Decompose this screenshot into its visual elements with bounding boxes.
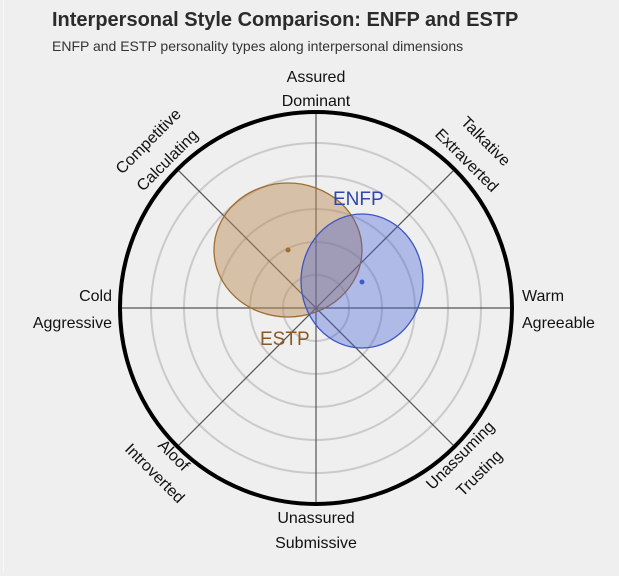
- enfp-center-dot: [359, 279, 365, 285]
- label-assured: Assured: [287, 69, 346, 86]
- outer-ring: [118, 110, 514, 506]
- chart-subtitle: ENFP and ESTP personality types along in…: [52, 38, 464, 54]
- label-agreeable: Agreeable: [522, 315, 595, 332]
- label-warm: Warm: [522, 288, 564, 305]
- label-aggressive: Aggressive: [33, 315, 112, 332]
- label-submissive: Submissive: [275, 535, 357, 552]
- chart-panel: [3, 0, 616, 572]
- estp-label: ESTP: [260, 329, 310, 350]
- label-unassured: Unassured: [277, 510, 354, 527]
- estp-center-dot: [285, 247, 291, 253]
- label-cold: Cold: [79, 288, 112, 305]
- enfp-label: ENFP: [333, 189, 384, 210]
- chart-title: Interpersonal Style Comparison: ENFP and…: [52, 9, 519, 31]
- label-dominant: Dominant: [282, 93, 351, 110]
